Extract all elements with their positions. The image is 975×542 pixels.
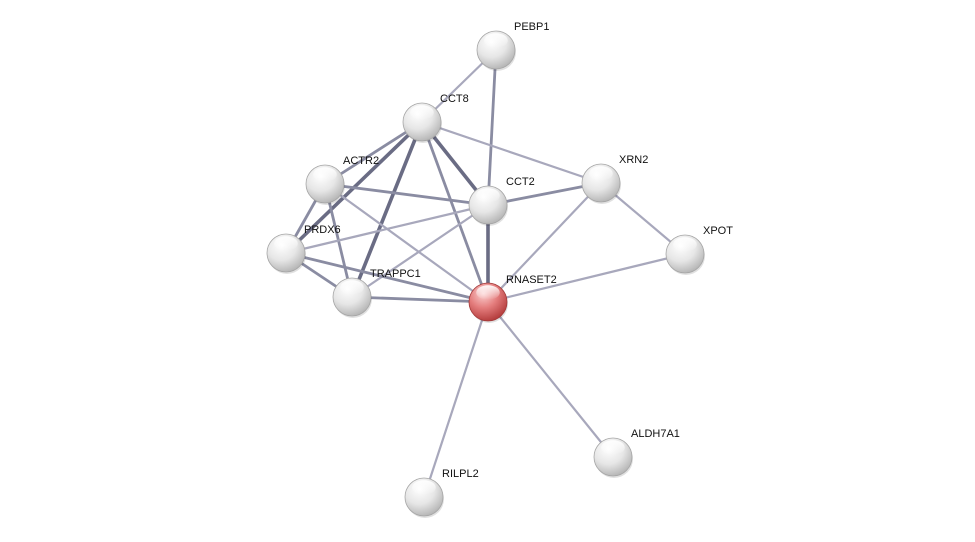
- node-highlight: [412, 480, 436, 495]
- node-label: RNASET2: [506, 274, 557, 286]
- node-label: PEBP1: [514, 21, 549, 33]
- edge-cct2-prdx6: [284, 203, 490, 255]
- node-highlight: [484, 33, 508, 48]
- edge-trappc1-rnaset2: [350, 295, 490, 304]
- node-rilpl2[interactable]: RILPL2: [404, 468, 479, 518]
- node-xrn2[interactable]: XRN2: [581, 154, 648, 204]
- node-label: XRN2: [619, 154, 648, 166]
- node-highlight: [274, 236, 298, 251]
- node-rnaset2[interactable]: RNASET2: [468, 274, 557, 323]
- node-highlight: [673, 237, 697, 252]
- node-label: TRAPPC1: [370, 268, 421, 280]
- node-prdx6[interactable]: PRDX6: [266, 224, 341, 274]
- node-label: CCT2: [506, 176, 535, 188]
- node-highlight: [476, 188, 500, 203]
- node-pebp1[interactable]: PEBP1: [476, 21, 549, 71]
- node-cct8[interactable]: CCT8: [402, 93, 469, 143]
- edge-pebp1-cct2: [486, 48, 498, 207]
- node-xpot[interactable]: XPOT: [665, 225, 733, 275]
- edge-rnaset2-aldh7a1: [486, 300, 615, 459]
- node-cct2[interactable]: CCT2: [468, 176, 535, 226]
- edge-cct8-xrn2: [420, 120, 603, 185]
- node-highlight: [410, 105, 434, 120]
- node-label: ALDH7A1: [631, 428, 680, 440]
- node-highlight: [601, 440, 625, 455]
- edge-actr2-cct2: [323, 182, 490, 207]
- edge-cct2-trappc1: [350, 203, 490, 299]
- node-label: XPOT: [703, 225, 733, 237]
- node-label: CCT8: [440, 93, 469, 105]
- node-highlight: [589, 166, 613, 181]
- node-aldh7a1[interactable]: ALDH7A1: [593, 428, 680, 478]
- edge-xpot-rnaset2: [486, 252, 687, 304]
- edge-cct8-trappc1: [350, 120, 424, 299]
- node-label: PRDX6: [304, 224, 341, 236]
- edge-actr2-rnaset2: [323, 182, 490, 304]
- node-label: ACTR2: [343, 155, 379, 167]
- node-trappc1[interactable]: TRAPPC1: [332, 268, 421, 318]
- edge-xrn2-rnaset2: [486, 181, 603, 304]
- node-highlight: [476, 285, 500, 300]
- edge-layer: [284, 48, 687, 499]
- node-label: RILPL2: [442, 468, 479, 480]
- edge-prdx6-rnaset2: [284, 251, 490, 304]
- node-highlight: [340, 280, 364, 295]
- node-actr2[interactable]: ACTR2: [305, 155, 379, 205]
- node-highlight: [313, 167, 337, 182]
- edge-rnaset2-rilpl2: [422, 300, 490, 499]
